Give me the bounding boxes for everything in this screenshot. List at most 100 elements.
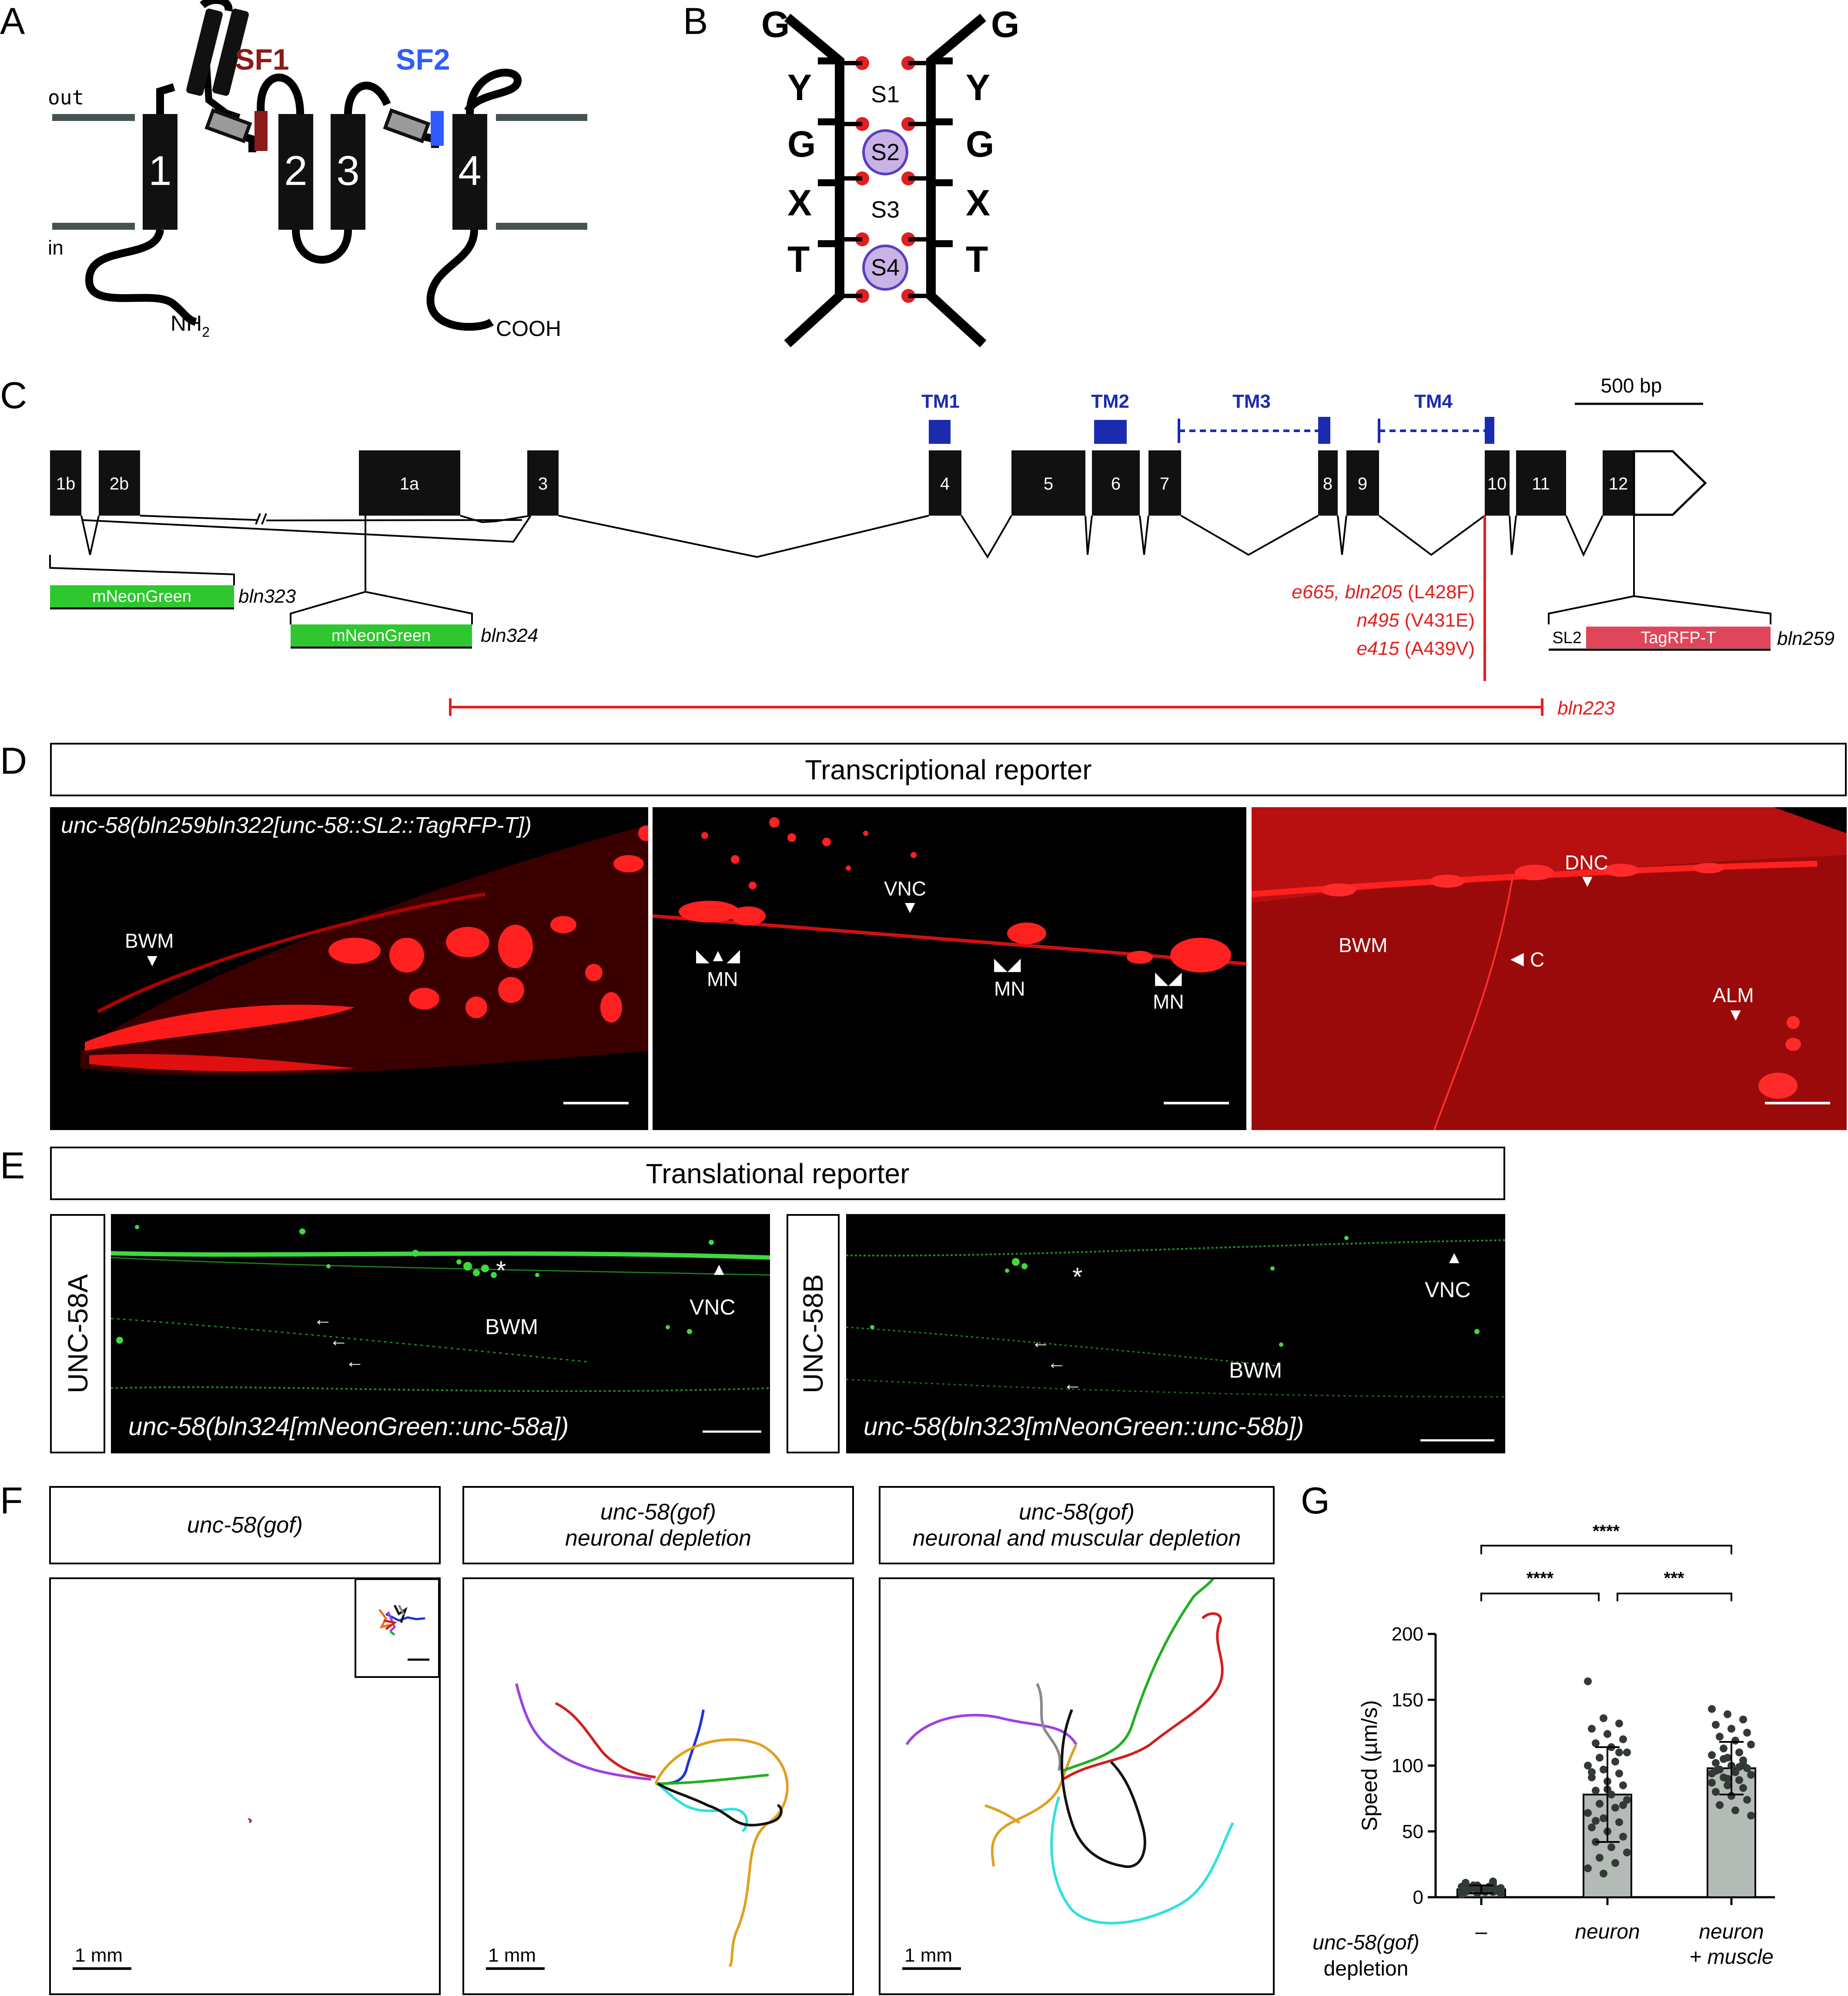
data-point [1497, 1889, 1505, 1897]
data-point [1708, 1705, 1716, 1713]
tagrfp-t-label: TagRFP-T [1640, 629, 1716, 647]
nh2-label: NH2 [171, 311, 210, 340]
residue-right-t: T [966, 239, 988, 280]
data-point [1588, 1724, 1596, 1733]
data-point [1588, 1768, 1596, 1776]
exon-label-9: 9 [1358, 474, 1367, 493]
data-point [1462, 1884, 1470, 1892]
data-point [1708, 1778, 1716, 1787]
sf1-label: SF1 [235, 43, 289, 76]
ion-site-s4 [862, 245, 908, 291]
residue-left-x: X [787, 182, 812, 223]
f-box-neuronal: unc-58(gof) neuronal depletion [462, 1486, 854, 1564]
membrane-inner-right [496, 223, 587, 230]
data-point [1592, 1817, 1600, 1825]
f-box-gof: unc-58(gof) [49, 1486, 441, 1564]
exon-label-7: 7 [1160, 474, 1169, 493]
channel-topology-diagram: 1 2 3 4 out in SF1 SF2 NH2 COOH [48, 0, 587, 341]
data-point [1611, 1758, 1619, 1766]
exon-label-12: 12 [1609, 474, 1628, 493]
data-point [1588, 1823, 1596, 1832]
gene-structure-diagram: TM1 TM2 TM3 TM4 500 bp [49, 374, 1835, 719]
track-plot-neuronal: 1 mm [462, 1577, 854, 1995]
f-box-gof-text: unc-58(gof) [187, 1513, 303, 1538]
allele-bln324: bln324 [481, 625, 538, 646]
arrows-a: ← ← ← [313, 1308, 365, 1372]
inset-box [355, 1579, 439, 1678]
mn-label-3: MN [1153, 990, 1184, 1013]
translational-reporter-title: Translational reporter [50, 1147, 1505, 1200]
tm2-helix [278, 114, 313, 230]
panel-letter-e: E [0, 1145, 25, 1187]
data-point [1615, 1719, 1623, 1728]
scale-500bp-label: 500 bp [1601, 374, 1662, 397]
tm3-label: 3 [336, 148, 359, 194]
allele-bln259: bln259 [1777, 628, 1835, 649]
membrane-outer-right [496, 114, 587, 121]
data-point [1743, 1728, 1751, 1737]
bwm-label-body: BWM [1339, 934, 1388, 956]
data-point [1720, 1755, 1727, 1763]
mutation-n495: n495 (V431E) [1356, 610, 1475, 631]
ion-site-s2 [862, 129, 908, 175]
track-plot-neuronal-muscular: 1 mm [879, 1577, 1275, 1995]
y-tick-label: 100 [1392, 1755, 1423, 1777]
data-point [1619, 1781, 1627, 1789]
data-point [1604, 1730, 1611, 1738]
data-point [1743, 1796, 1751, 1804]
selectivity-filter-diagram: S1 S2 S3 S4 G Y G X T G Y G X T [761, 4, 1019, 348]
microscopy-unc58b: * ← ← ← BWM ▲ VNC unc-58(bln323[mNeonGre… [846, 1214, 1505, 1453]
data-point [1747, 1741, 1755, 1749]
allele-bln323: bln323 [238, 586, 296, 607]
data-point [1739, 1715, 1747, 1724]
data-point [1735, 1776, 1743, 1784]
tm1-helix [143, 114, 177, 230]
y-tick-label: 200 [1392, 1624, 1423, 1645]
sf2-label: SF2 [396, 43, 450, 76]
y-tick-label: 150 [1392, 1689, 1423, 1711]
sig-right: *** [1664, 1569, 1684, 1588]
mutation-e665: e665, bln205 (L428F) [1292, 581, 1475, 603]
site-s1: S1 [871, 81, 900, 107]
panel-letter-d: D [0, 740, 27, 782]
vnc-arrowhead-b: ▲ [1446, 1248, 1463, 1267]
data-point [1619, 1832, 1627, 1841]
tm4-marker [1485, 417, 1494, 444]
data-point [1735, 1748, 1743, 1757]
mn-arrowheads-1: ◣▲◢ [696, 946, 740, 965]
microscopy-vnc-rfp: VNC ▼ ◣▲◢ MN ◣◢ MN ◣◢ MN [653, 807, 1246, 1130]
x-tick-label: neuron [1575, 1920, 1640, 1943]
exon-label-11: 11 [1532, 474, 1550, 493]
utr-arrow [1633, 450, 1707, 516]
panel-letter-b: B [683, 0, 708, 42]
bwm-label-a: BWM [485, 1315, 539, 1339]
arrows-b: ← ← ← [1031, 1331, 1082, 1395]
genotype-unc58b: unc-58(bln323[mNeonGreen::unc-58b]) [864, 1412, 1304, 1441]
mn-label-2: MN [994, 977, 1025, 1000]
tm1-label: 1 [148, 148, 171, 194]
microscopy-body-rfp: DNC ▼ BWM ◀ C ALM ▼ [1252, 807, 1847, 1130]
bwm-arrowhead-head: ▼ [144, 951, 161, 970]
f-box-neuronal-line2: neuronal depletion [565, 1526, 751, 1551]
mneongreen-bln324-label: mNeonGreen [331, 627, 431, 645]
data-point [1600, 1869, 1607, 1878]
f-box-neuronal-muscular: unc-58(gof) neuronal and muscular deplet… [879, 1486, 1275, 1564]
data-point [1619, 1735, 1627, 1743]
sig-top: **** [1593, 1522, 1620, 1541]
data-point [1712, 1721, 1720, 1729]
mn-label-1: MN [707, 968, 738, 990]
data-point [1712, 1788, 1720, 1796]
tagrfp-t-bln259 [1586, 627, 1771, 648]
data-point [1596, 1854, 1604, 1862]
tm3-marker [1318, 417, 1330, 444]
y-tick-label: 50 [1402, 1821, 1423, 1842]
data-point [1619, 1801, 1627, 1809]
data-point [1615, 1818, 1623, 1826]
data-point [1611, 1859, 1619, 1867]
x-tick-label: + muscle [1689, 1946, 1773, 1969]
mneongreen-bln323-label: mNeonGreen [92, 587, 191, 606]
star-label-b: * [1072, 1262, 1083, 1292]
sf1-segment [254, 111, 268, 151]
alm-label: ALM [1713, 984, 1754, 1006]
